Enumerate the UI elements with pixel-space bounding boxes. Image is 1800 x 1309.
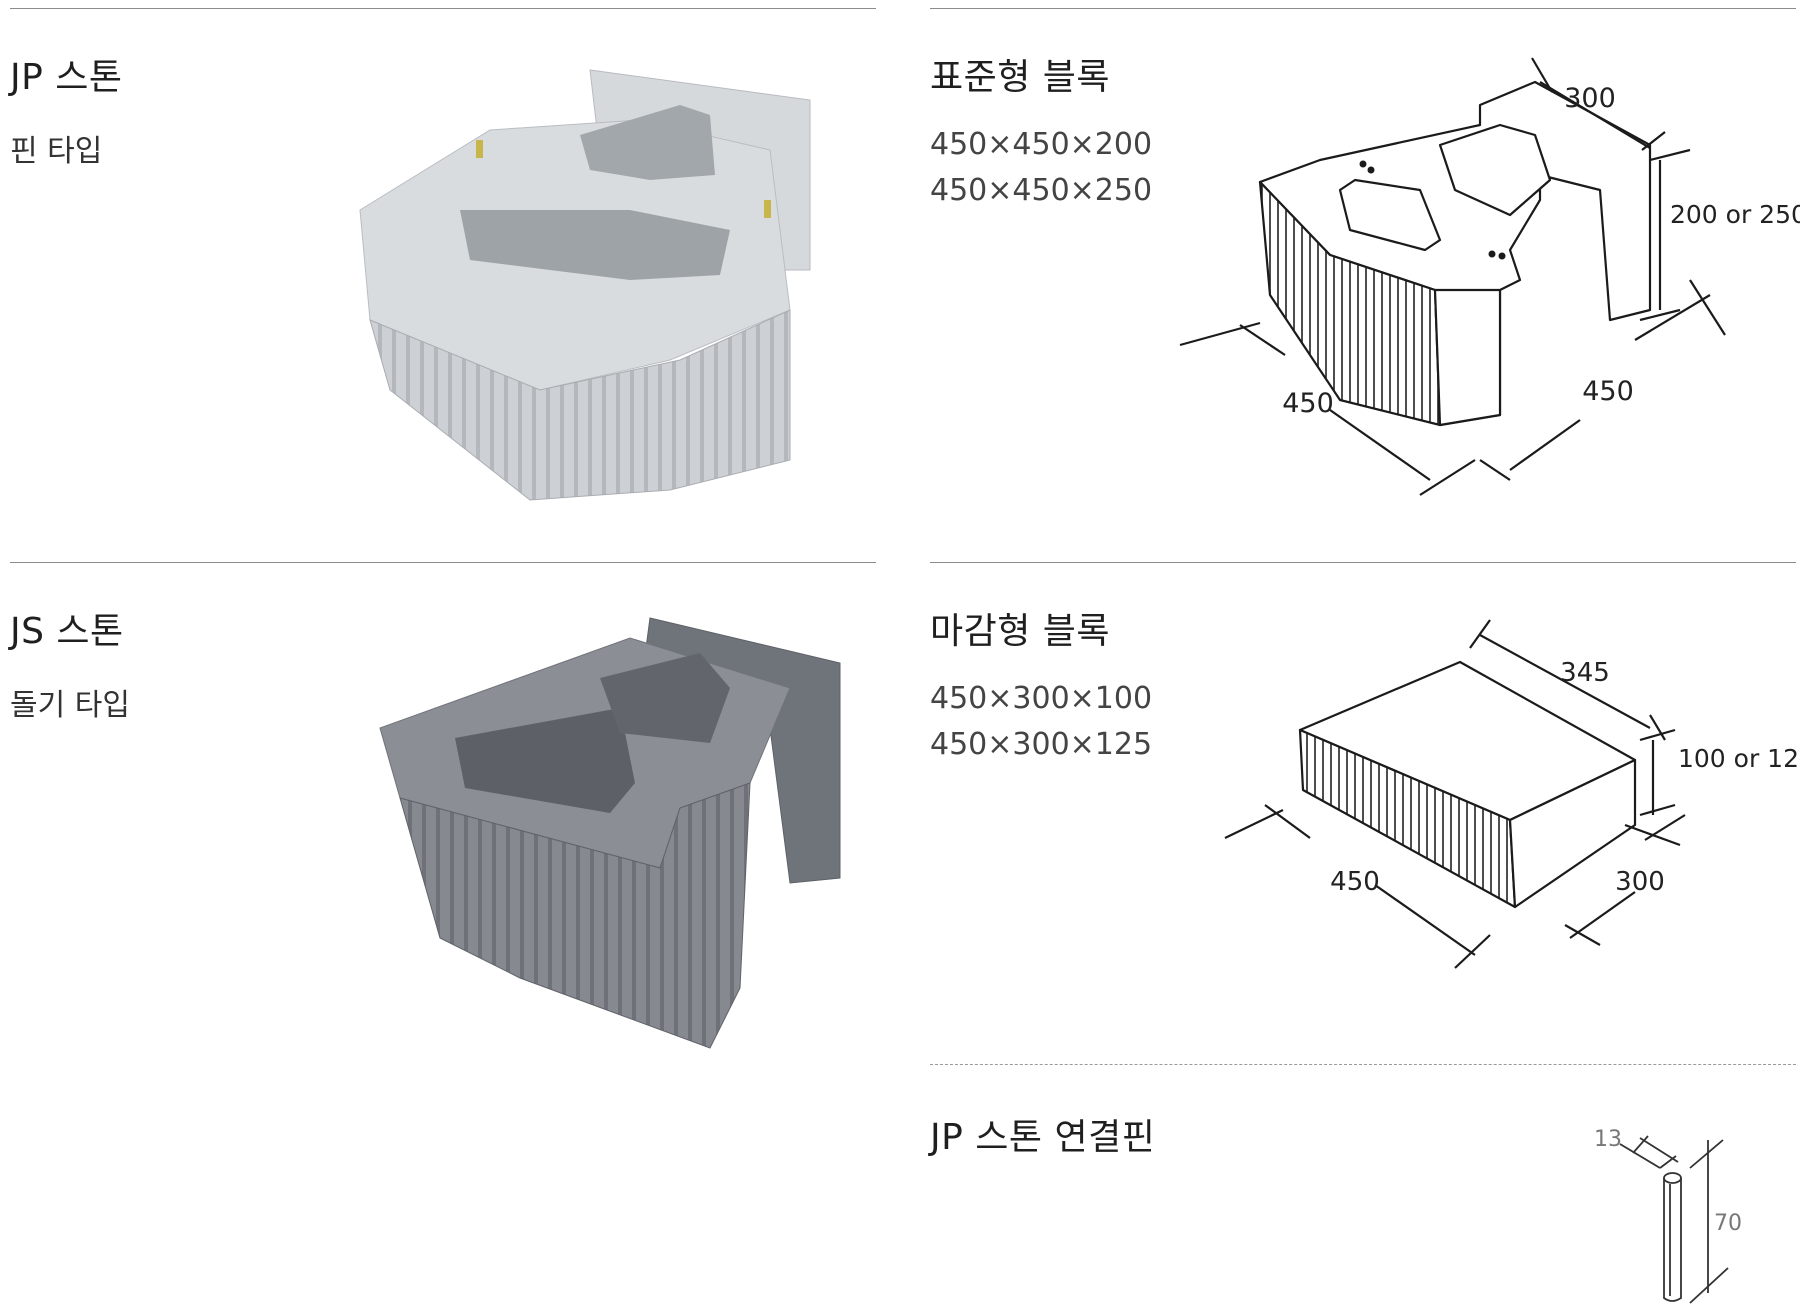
- finishing-block-diagram: 345 100 or 125 450 300: [1224, 619, 1800, 969]
- finishing-block-dim-top: 345: [1560, 658, 1610, 688]
- standard-block-title: 표준형 블록: [930, 57, 1111, 98]
- connection-pin-title: JP 스톤 연결핀: [930, 1117, 1156, 1158]
- finishing-block-dim-right: 300: [1615, 867, 1665, 897]
- finishing-block-dim-height: 100 or 125: [1678, 744, 1800, 773]
- finishing-block-sizes: 450×300×100 450×300×125: [930, 676, 1152, 768]
- finishing-block-size-1: 450×300×100: [930, 681, 1153, 716]
- standard-block-size-1: 450×450×200: [930, 127, 1153, 162]
- pin-dim-length: 70: [1714, 1211, 1742, 1236]
- finishing-block-size-2: 450×300×125: [930, 727, 1153, 762]
- standard-block-dim-left: 450: [1282, 388, 1334, 419]
- row1-left-divider: [10, 8, 876, 9]
- js-stone-type: 돌기 타입: [10, 688, 130, 723]
- standard-block-dim-right: 450: [1582, 376, 1634, 407]
- standard-block-dim-height: 200 or 250: [1670, 200, 1800, 229]
- connection-pin-diagram: 13 70: [1594, 1127, 1742, 1304]
- row2-right-divider: [930, 562, 1796, 563]
- row2-left-divider: [10, 562, 876, 563]
- jp-stone-type: 핀 타입: [10, 134, 103, 169]
- finishing-block-dim-left: 450: [1330, 867, 1380, 897]
- standard-block-sizes: 450×450×200 450×450×250: [930, 122, 1152, 214]
- finishing-block-title: 마감형 블록: [930, 611, 1111, 652]
- pin-section-divider: [930, 1064, 1796, 1065]
- standard-block-diagram: 300 200 or 250 450 450: [1179, 57, 1800, 496]
- pin-dim-diameter: 13: [1594, 1127, 1622, 1152]
- standard-block-size-2: 450×450×250: [930, 173, 1153, 208]
- js-stone-photo: [379, 617, 841, 1049]
- row1-right-divider: [930, 8, 1796, 9]
- js-stone-title: JS 스톤: [10, 611, 124, 652]
- jp-stone-title: JP 스톤: [10, 57, 123, 98]
- jp-stone-photo: [359, 69, 811, 501]
- standard-block-dim-top: 300: [1564, 83, 1616, 114]
